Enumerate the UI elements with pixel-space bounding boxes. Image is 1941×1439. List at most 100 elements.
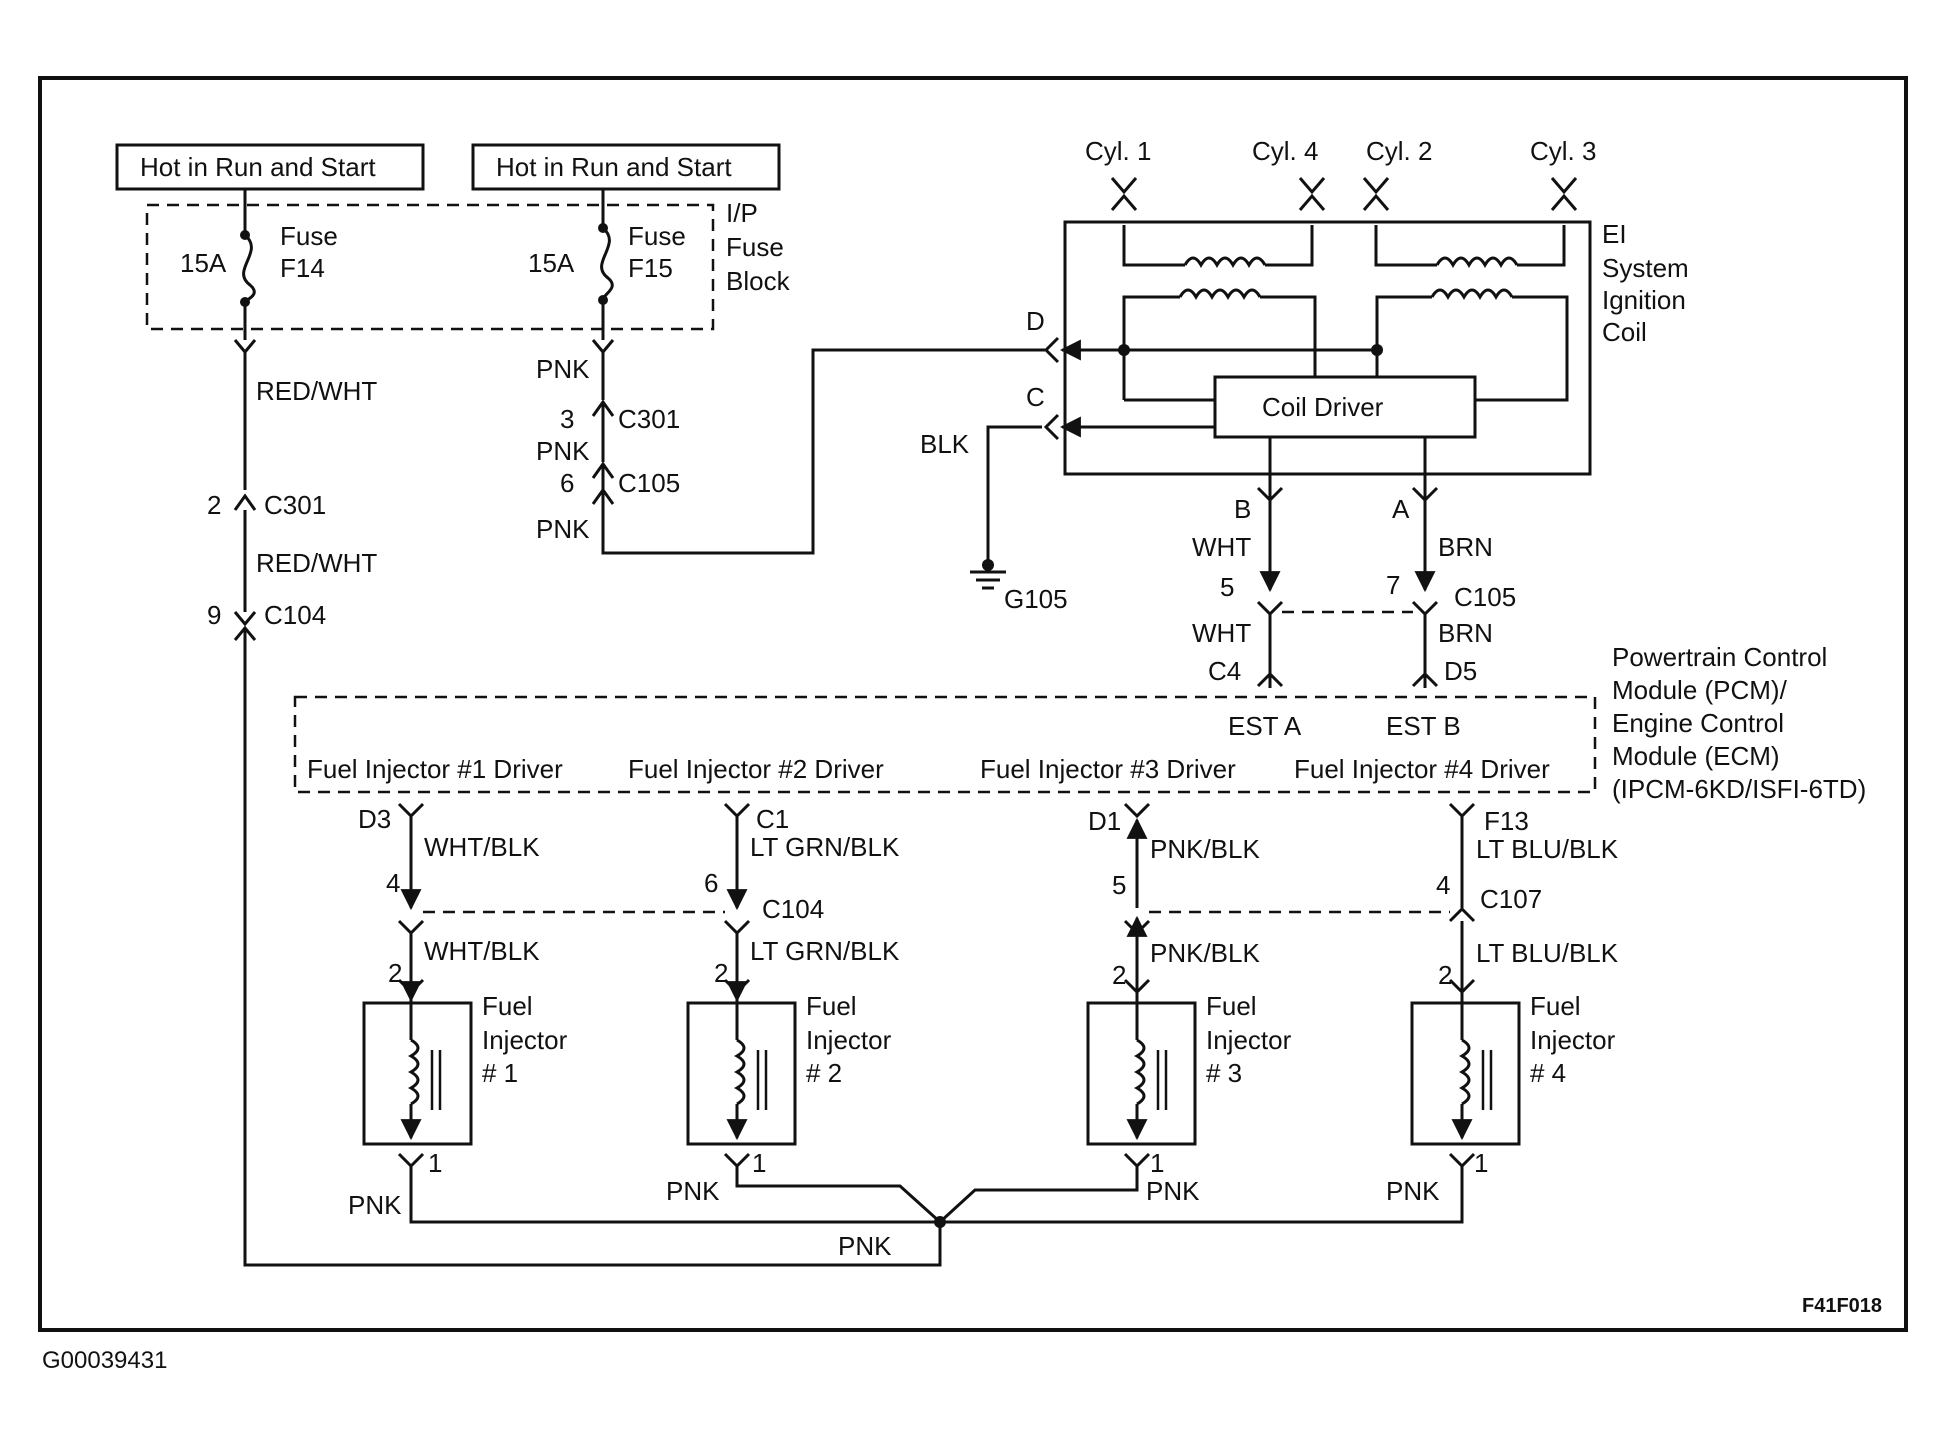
fuse-f15-label-1: Fuse xyxy=(628,221,686,251)
injector-4-label-3: # 4 xyxy=(1530,1058,1566,1088)
c107-label: C107 xyxy=(1480,884,1542,914)
wire-pnk-inj2: PNK xyxy=(666,1176,720,1206)
inj1-pin-1: 1 xyxy=(428,1148,442,1178)
coil-driver-label: Coil Driver xyxy=(1262,392,1384,422)
pcm-driver-2: Fuel Injector #2 Driver xyxy=(628,754,884,784)
ground-g105-icon xyxy=(970,570,1006,590)
injector-2-label-1: Fuel xyxy=(806,991,857,1021)
coil-driver-box xyxy=(1213,375,1477,439)
pcm-pin-c4: C4 xyxy=(1208,656,1241,686)
fuse-f14-label-1: Fuse xyxy=(280,221,338,251)
ei-coil-label-4: Coil xyxy=(1602,317,1647,347)
injector-1-label-1: Fuel xyxy=(482,991,533,1021)
power-source-left-box xyxy=(115,143,425,191)
injector-3-coil-icon xyxy=(1133,1038,1146,1106)
wire-brn-2: BRN xyxy=(1438,618,1493,648)
c105-right-label: C105 xyxy=(1454,582,1516,612)
c105-pin-5: 5 xyxy=(1220,572,1234,602)
pcm-module-box xyxy=(293,695,1597,794)
inj1-pin-2: 2 xyxy=(388,958,402,988)
pcm-pin-d5: D5 xyxy=(1444,656,1477,686)
cyl-1-connector xyxy=(1110,177,1138,211)
wire-inj2-lower: LT GRN/BLK xyxy=(750,936,900,966)
primary-coil-1-icon xyxy=(1178,288,1262,301)
pcm-pin-d1: D1 xyxy=(1088,806,1121,836)
splice-node xyxy=(934,1216,946,1228)
injector-3-label-2: Injector xyxy=(1206,1025,1292,1055)
cyl-1-label: Cyl. 1 xyxy=(1085,136,1151,166)
pcm-est-a: EST A xyxy=(1228,711,1302,741)
c105-left-label: C105 xyxy=(618,468,680,498)
power-source-right-label: Hot in Run and Start xyxy=(496,152,732,182)
wire-pnk-inj1: PNK xyxy=(348,1190,402,1220)
pin-d-label: D xyxy=(1026,306,1045,336)
c107-pin-4: 4 xyxy=(1436,870,1450,900)
inj3-pin-1: 1 xyxy=(1150,1148,1164,1178)
inj2-pin-1: 1 xyxy=(752,1148,766,1178)
image-code: G00039431 xyxy=(42,1347,167,1374)
c301-left-label: C301 xyxy=(264,490,326,520)
pcm-label-2: Module (PCM)/ xyxy=(1612,675,1788,705)
pcm-label-1: Powertrain Control xyxy=(1612,642,1827,672)
wire-wht-2: WHT xyxy=(1192,618,1251,648)
cyl-4-connector xyxy=(1298,177,1326,211)
fuse-f15-label-2: F15 xyxy=(628,253,673,283)
ei-coil-label-2: System xyxy=(1602,253,1689,283)
fuse-f15-amp: 15A xyxy=(528,248,575,278)
wire-inj1-upper: WHT/BLK xyxy=(424,832,540,862)
injector-3-label-3: # 3 xyxy=(1206,1058,1242,1088)
fuel-injector-1 xyxy=(362,1000,473,1146)
pcm-est-b: EST B xyxy=(1386,711,1461,741)
c105-pin-6: 6 xyxy=(560,468,574,498)
wire-pnk-bus: PNK xyxy=(838,1231,892,1261)
wire-brn-1: BRN xyxy=(1438,532,1493,562)
wire-inj3-lower: PNK/BLK xyxy=(1150,938,1260,968)
ip-fuse-block-label-2: Fuse xyxy=(726,232,784,262)
pcm-driver-3: Fuel Injector #3 Driver xyxy=(980,754,1236,784)
ip-fuse-block xyxy=(145,203,715,331)
inj4-pin-1: 1 xyxy=(1474,1148,1488,1178)
injector-2-label-3: # 2 xyxy=(806,1058,842,1088)
fuel-injector-2 xyxy=(686,1000,797,1146)
cyl-2-label: Cyl. 2 xyxy=(1366,136,1432,166)
pin-a-label: A xyxy=(1392,494,1410,524)
wire-pnk-inj4: PNK xyxy=(1386,1176,1440,1206)
injector-4-label-1: Fuel xyxy=(1530,991,1581,1021)
fuse-f15-icon xyxy=(600,226,614,301)
fuse-f14-icon xyxy=(242,233,256,304)
inj4-pin-2: 2 xyxy=(1438,960,1452,990)
wire-pnk-2: PNK xyxy=(536,436,590,466)
wire-pnk-1: PNK xyxy=(536,354,590,384)
pcm-driver-1: Fuel Injector #1 Driver xyxy=(307,754,563,784)
c104-right-label: C104 xyxy=(762,894,824,924)
cyl-3-connector xyxy=(1550,177,1578,211)
secondary-coil-1-icon xyxy=(1183,256,1267,269)
wire-blk: BLK xyxy=(920,429,970,459)
ground-g105-label: G105 xyxy=(1004,584,1068,614)
pcm-label-3: Engine Control xyxy=(1612,708,1784,738)
fuel-injector-3 xyxy=(1086,1000,1197,1146)
pcm-pin-f13: F13 xyxy=(1484,806,1529,836)
pcm-pin-d3: D3 xyxy=(358,804,391,834)
injector-2-coil-icon xyxy=(733,1038,746,1106)
pcm-pin-c1: C1 xyxy=(756,804,789,834)
wire-wht-1: WHT xyxy=(1192,532,1251,562)
fuel-injector-4 xyxy=(1410,1000,1521,1146)
diagram-frame xyxy=(38,76,1908,1332)
injector-2-label-2: Injector xyxy=(806,1025,892,1055)
c104-pin-4: 4 xyxy=(386,868,400,898)
ei-coil-label-1: EI xyxy=(1602,219,1627,249)
ip-fuse-block-label-3: Block xyxy=(726,266,791,296)
cyl-4-label: Cyl. 4 xyxy=(1252,136,1318,166)
figure-code: F41F018 xyxy=(1802,1295,1882,1317)
fuse-f14-label-2: F14 xyxy=(280,253,325,283)
c104-pin-6: 6 xyxy=(704,868,718,898)
c301-pin-2: 2 xyxy=(207,490,221,520)
fuse-f14-amp: 15A xyxy=(180,248,227,278)
wire-red-wht-1: RED/WHT xyxy=(256,376,377,406)
c104-pin-9: 9 xyxy=(207,600,221,630)
wire-inj4-lower: LT BLU/BLK xyxy=(1476,938,1619,968)
c104-left-label: C104 xyxy=(264,600,326,630)
c301-right-label: C301 xyxy=(618,404,680,434)
injector-4-coil-icon xyxy=(1458,1038,1471,1106)
